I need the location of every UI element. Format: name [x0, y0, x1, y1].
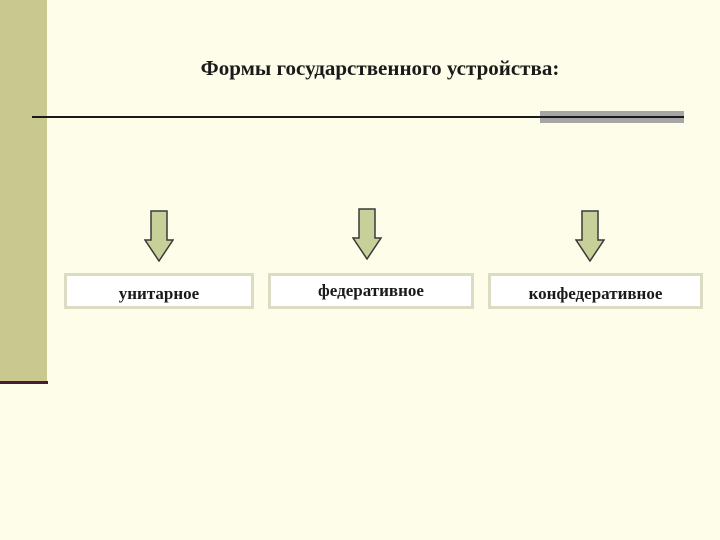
- form-label: федеративное: [318, 281, 424, 300]
- title-rule-accent-line: [540, 116, 684, 118]
- form-box-unitary: унитарное: [64, 273, 254, 309]
- arrow-down-icon: [575, 210, 605, 262]
- form-box-federative: федеративное: [268, 273, 474, 309]
- side-decor-bar: [0, 0, 47, 382]
- form-label: конфедеративное: [528, 284, 663, 303]
- slide-title: Формы государственного устройства:: [200, 56, 560, 80]
- side-decor-line: [0, 381, 48, 384]
- arrow-down-icon: [352, 208, 382, 260]
- form-label: унитарное: [118, 284, 200, 303]
- form-box-confederative: конфедеративное: [488, 273, 703, 309]
- arrow-down-icon: [144, 210, 174, 262]
- title-rule: [32, 116, 684, 118]
